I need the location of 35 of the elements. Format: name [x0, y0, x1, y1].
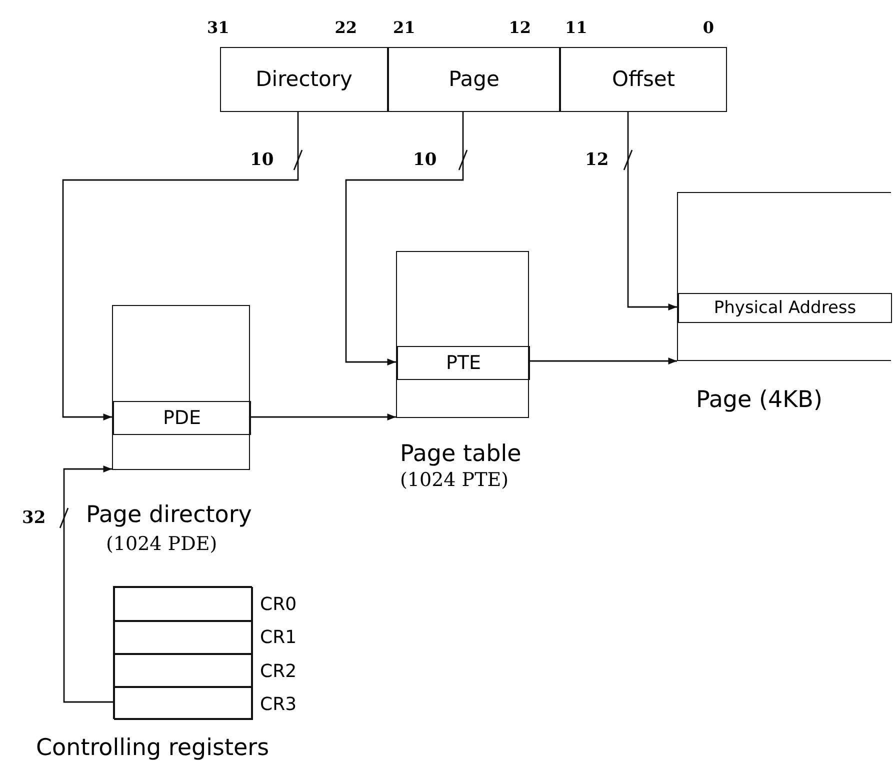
bit-number: 21	[393, 20, 416, 36]
bit-number: 0	[702, 20, 714, 36]
field-label: PTE	[446, 354, 482, 372]
table-title: Controlling registers	[36, 736, 270, 760]
bit-number: 12	[508, 20, 531, 36]
edge-label: 12	[585, 152, 609, 169]
table-size-note: (1024 PDE)	[106, 535, 218, 555]
field-box	[113, 401, 251, 435]
table-title: Page (4KB)	[696, 388, 822, 412]
arrow	[63, 466, 113, 703]
register-name: CR0	[260, 596, 297, 614]
field-box	[397, 346, 530, 380]
bit-number: 22	[334, 20, 357, 36]
arrow	[345, 112, 464, 366]
register-name: CR1	[260, 629, 297, 648]
field-label: Directory	[256, 69, 352, 90]
field-label: Offset	[612, 69, 676, 90]
field-label: PDE	[162, 408, 202, 428]
edge-label: 32	[22, 510, 46, 527]
arrow	[62, 112, 299, 420]
arrow	[627, 112, 677, 310]
bit-number: 31	[207, 20, 230, 36]
table-title: Page table	[400, 442, 522, 466]
arrow	[250, 414, 396, 420]
edge-label: 10	[413, 152, 437, 169]
table-size-note: (1024 PTE)	[400, 471, 509, 491]
edge-label: 10	[250, 152, 274, 169]
field-label: Page	[448, 69, 500, 90]
register-name: CR2	[260, 662, 297, 680]
arrow	[529, 358, 677, 364]
field-box	[678, 293, 892, 323]
field-label: Physical Address	[714, 300, 856, 316]
table-title: Page directory	[86, 503, 252, 528]
bit-number: 11	[565, 20, 588, 36]
register-name: CR3	[260, 696, 297, 714]
